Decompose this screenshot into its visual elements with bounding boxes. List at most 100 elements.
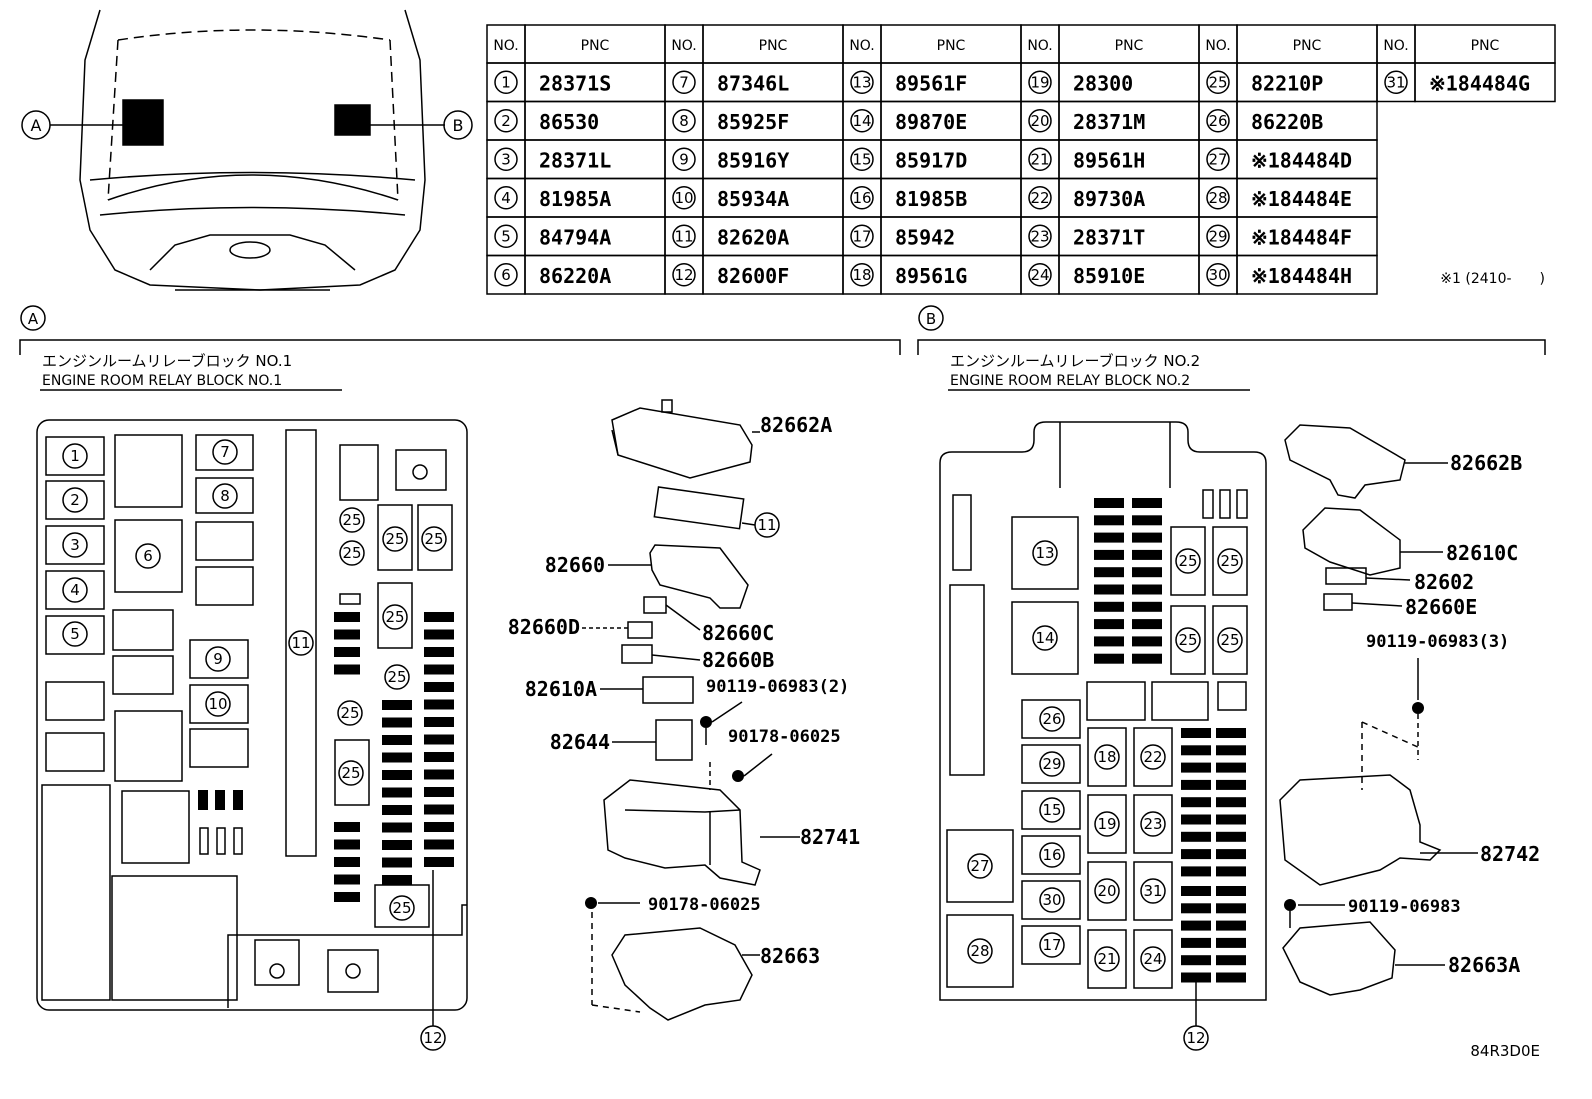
part-label: 82660B [702, 648, 774, 672]
callout-number: 5 [70, 625, 80, 643]
part-label: 90178-06025 [648, 895, 761, 915]
callout-number: 6 [143, 547, 153, 565]
callout-number: 25 [385, 608, 404, 626]
section-a-title-jp: エンジンルームリレーブロック NO.1 [42, 352, 292, 370]
table-row-no: 9 [679, 150, 689, 168]
callout-circle [1094, 878, 1120, 904]
table-row-no: 27 [1208, 150, 1227, 168]
table-row-pnc: ※184484D [1251, 148, 1352, 172]
table-row-pnc: 89730A [1073, 187, 1145, 211]
table-row-pnc: 85916Y [717, 148, 789, 172]
fuse-slot [1094, 619, 1124, 630]
table-row-no: 10 [674, 189, 693, 207]
part-label: 82662A [760, 413, 832, 437]
table-row-pnc: 81985A [539, 187, 611, 211]
table-row-no: 30 [1208, 266, 1227, 284]
part-label: 82663 [760, 944, 820, 968]
fuse-slot [1132, 498, 1162, 508]
callout-circle [212, 439, 238, 465]
fuse-slot [334, 664, 360, 675]
callout-number: 25 [1220, 552, 1239, 570]
fuse-slot [382, 752, 412, 763]
section-b-header: B エンジンルームリレーブロック NO.2 ENGINE ROOM RELAY … [917, 305, 1546, 391]
table-row-pnc: 89561H [1073, 148, 1145, 172]
fuse-slot [382, 875, 412, 885]
callout-number: 23 [1143, 815, 1162, 833]
callout-circle [62, 577, 88, 603]
callout-circle [1094, 946, 1120, 972]
table-row-pnc: 89561F [895, 71, 967, 95]
fuse-slot [1132, 532, 1162, 543]
fuse-slot [334, 647, 360, 657]
section-a-title-en: ENGINE ROOM RELAY BLOCK NO.1 [42, 373, 282, 389]
table-header-pnc: PNC [1471, 38, 1500, 54]
callout-number: 25 [340, 704, 359, 722]
part-label: 82660C [702, 621, 774, 645]
table-row-no: 16 [852, 189, 871, 207]
fuse-slot [1216, 955, 1246, 966]
fuse-slot [1132, 549, 1162, 560]
section-b-marker: B [926, 310, 936, 328]
part-label: 90178-06025 [728, 727, 841, 747]
section-a-header: A エンジンルームリレーブロック NO.1 ENGINE ROOM RELAY … [19, 305, 901, 391]
callout-number: 25 [385, 530, 404, 548]
callout-circle [288, 630, 314, 656]
table-row-no: 6 [501, 266, 511, 284]
callout-number: 10 [208, 695, 227, 713]
table-footnote: ※1 (2410- ) [1440, 271, 1545, 287]
parts-exploded-b: 82662B82610C8260282660E90119-06983(3)827… [1279, 424, 1540, 996]
callout-number: 7 [220, 443, 230, 461]
table-row-pnc: 85925F [717, 110, 789, 134]
callout-number: 31 [1143, 882, 1162, 900]
table-row-pnc: 28371L [539, 148, 611, 172]
table-row-no: 17 [852, 227, 871, 245]
fuse-slot [424, 734, 454, 745]
callout-number: 20 [1097, 882, 1116, 900]
table-header-no: NO. [493, 38, 518, 54]
fuse-slot [1216, 831, 1246, 842]
fuse-slot [424, 629, 454, 640]
fuse-slot [1094, 532, 1124, 543]
callout-number: 25 [342, 511, 361, 529]
fuse-slot [334, 857, 360, 867]
table-row-pnc: 28371M [1073, 110, 1145, 134]
table-header-pnc: PNC [1293, 38, 1322, 54]
fuse-slot [1181, 762, 1211, 773]
callout-number: 25 [392, 899, 411, 917]
table-row-no: 13 [852, 73, 871, 91]
table-row-pnc: ※184484E [1251, 187, 1352, 211]
table-row-no: 23 [1030, 227, 1049, 245]
fuse-slot [1216, 797, 1246, 808]
fuse-slot [424, 822, 454, 832]
table-row-pnc: 82600F [717, 264, 789, 288]
fuse-slot [1094, 636, 1124, 647]
table-row-no: 28 [1208, 189, 1227, 207]
callout-circle [967, 853, 993, 879]
table-row-pnc: 85910E [1073, 264, 1145, 288]
callout-circle [339, 507, 365, 533]
callout-circle [382, 604, 408, 630]
part-label: 82742 [1480, 842, 1540, 866]
table-header-pnc: PNC [581, 38, 610, 54]
fuse-slot [1094, 653, 1124, 664]
table-row-pnc: 85942 [895, 225, 955, 249]
fuse-slot [334, 612, 360, 622]
fuse-slot [382, 770, 412, 780]
callout-number: 30 [1042, 891, 1061, 909]
table-row-pnc: ※184484F [1251, 225, 1352, 249]
fuse-slot [382, 805, 412, 815]
fuse-slot [1181, 831, 1211, 842]
fuse-slot [424, 647, 454, 657]
callout-number: 13 [1035, 544, 1054, 562]
relay-block-b [939, 421, 1267, 1001]
fuse-slot [1216, 866, 1246, 877]
table-row-no: 2 [501, 112, 511, 130]
fuse-slot [424, 839, 454, 850]
part-label: 82662B [1450, 451, 1522, 475]
fuse-slot [1094, 567, 1124, 578]
fuse-slot [1181, 920, 1211, 931]
section-b-title-en: ENGINE ROOM RELAY BLOCK NO.2 [950, 373, 1190, 389]
fuse-slot [1094, 549, 1124, 560]
table-row-pnc: 85917D [895, 148, 967, 172]
